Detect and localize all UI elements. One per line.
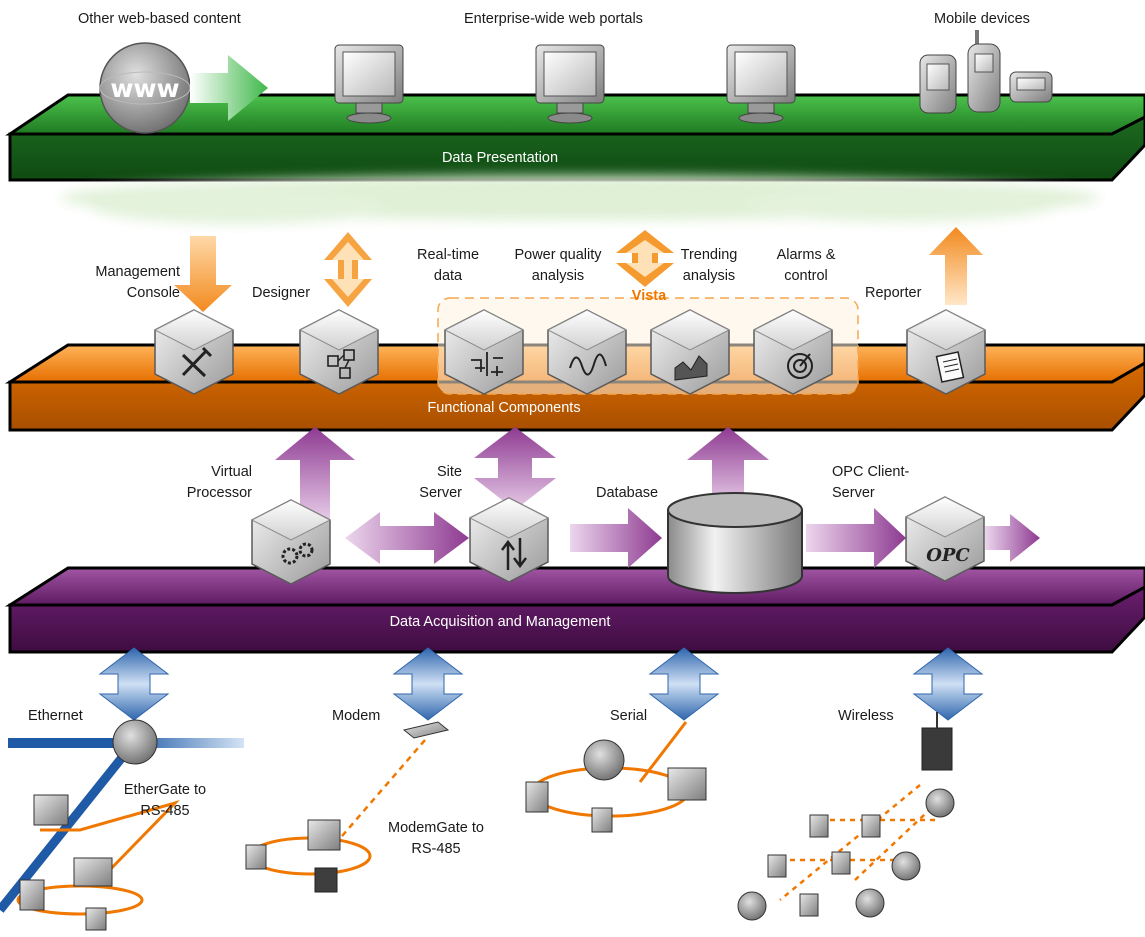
reporter-label: Reporter [865,285,922,301]
opc-cube-icon: OPC [904,496,986,582]
site-server-bidirectional-arrow [474,427,556,510]
alarms-control-cube-icon [752,309,834,395]
ethernet-blue-arrow [98,647,170,721]
serial-label: Serial [610,708,648,724]
monitor-icon [334,44,404,124]
serial-network [525,721,707,833]
vista-label: Vista [631,288,667,304]
modem-network [245,721,450,893]
designer-label: Designer [252,285,311,301]
monitor-icon [535,44,605,124]
designer-arrow-inner [332,242,364,297]
pager-icon [1009,71,1053,103]
pda-icon [919,54,957,114]
reporter-cube-icon [905,309,987,395]
management-console-cube-icon [153,309,235,395]
realtime-data-cube-icon [443,309,525,395]
database-cylinder-icon [667,492,803,594]
designer-cube-icon [298,309,380,395]
opc-out-arrow [985,514,1040,562]
processor-server-arrow [345,512,469,564]
alarms-control-label: Alarms &control [776,247,836,284]
vista-arrow-inner [626,240,664,277]
processor-up-arrow [275,427,355,520]
ethernet-label: Ethernet [28,708,83,724]
database-label: Database [596,485,659,501]
web-content-label: Other web-based content [78,11,241,27]
cellphone-icon [967,30,1001,113]
web-content-arrow-icon [190,55,268,121]
virtual-processor-cube-icon [250,499,332,585]
www-text: www [110,74,179,103]
data-acquisition-layer [4,566,1145,654]
data-acquisition-title: Data Acquisition and Management [389,614,611,630]
console-down-arrow [174,236,232,312]
server-database-arrow [570,508,662,568]
data-presentation-title: Data Presentation [441,150,559,166]
modem-label: Modem [332,708,381,724]
site-server-cube-icon [468,497,550,583]
ethernet-network [0,719,244,931]
vista-group [437,297,859,395]
wireless-blue-arrow [912,647,984,721]
trending-analysis-cube-icon [649,309,731,395]
database-up-arrow [687,427,769,505]
opc-text: OPC [926,545,970,566]
database-opc-arrow [806,508,906,568]
modem-blue-arrow [392,647,464,721]
opc-client-server-label: OPC Client-Server [832,464,910,501]
serial-blue-arrow [648,647,720,721]
web-portals-label: Enterprise-wide web portals [464,11,643,27]
functional-components-title: Functional Components [427,400,581,416]
wireless-network [737,712,955,921]
www-globe-icon: www [99,42,191,134]
presentation-cloud [60,176,1100,224]
monitor-icon [726,44,796,124]
reporter-up-arrow [929,227,983,305]
wireless-label: Wireless [838,708,894,724]
mobile-devices-label: Mobile devices [934,11,1030,27]
power-quality-cube-icon [546,309,628,395]
